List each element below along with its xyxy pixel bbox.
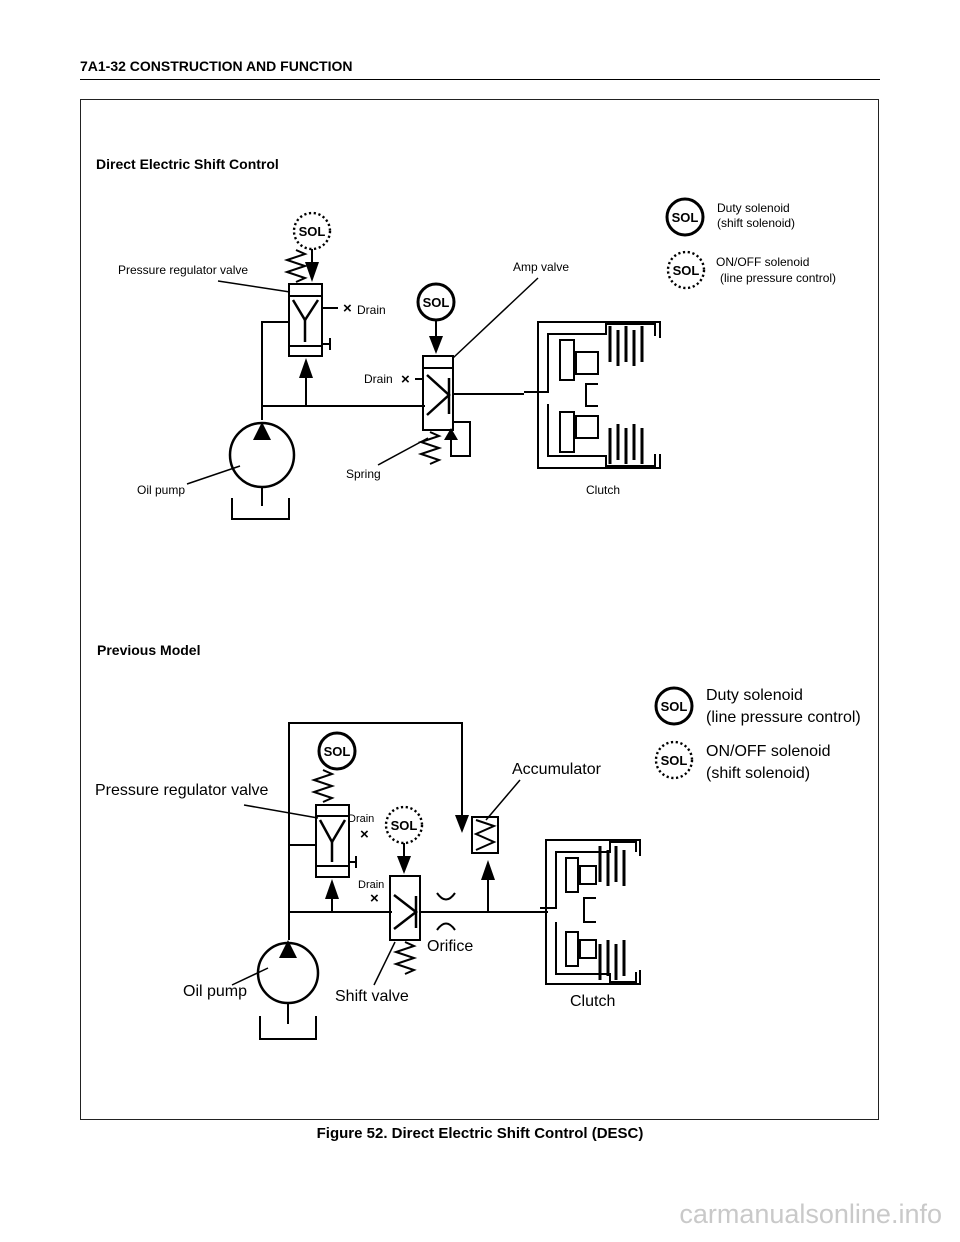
prev-legend-duty-line1: Duty solenoid [706,687,803,704]
watermark: carmanualsonline.info [679,1199,942,1229]
prev-legend-duty-icon: SOL [654,686,694,726]
desc-drain-2-label: Drain [364,372,393,386]
desc-legend-duty-icon: SOL [665,197,705,237]
prev-onoff-sol-icon: SOL [384,805,424,845]
prev-legend-onoff-line2: (shift solenoid) [706,765,810,782]
prev-duty-sol-icon: SOL [317,731,357,771]
prev-legend-onoff-line1: ON/OFF solenoid [706,743,830,760]
prev-accumulator-label: Accumulator [512,761,602,778]
svg-text:SOL: SOL [672,210,699,225]
svg-text:SOL: SOL [673,263,700,278]
desc-legend-onoff-line2: (line pressure control) [720,271,836,285]
desc-clutch [524,321,661,469]
desc-legend-duty-line1: Duty solenoid [717,201,790,215]
prev-title: Previous Model [97,642,200,658]
desc-legend-onoff-line1: ON/OFF solenoid [716,255,809,269]
svg-text:×: × [370,890,379,907]
desc-drain-1-label: Drain [357,303,386,317]
header-title: 7A1-32 CONSTRUCTION AND FUNCTION [80,58,353,74]
prev-drain-1-label: Drain [348,813,374,825]
svg-text:SOL: SOL [661,699,688,714]
svg-text:×: × [360,826,369,843]
figure-frame [80,99,879,1120]
svg-text:SOL: SOL [391,818,418,833]
desc-amp-valve-label: Amp valve [513,260,569,274]
page-header: 7A1-32 CONSTRUCTION AND FUNCTION [80,57,880,80]
prev-legend-onoff-icon: SOL [654,740,694,780]
svg-text:×: × [401,371,410,388]
prev-oil-pump-label: Oil pump [183,983,247,1000]
prev-legend-duty-line2: (line pressure control) [706,709,861,726]
svg-text:SOL: SOL [423,295,450,310]
desc-legend-onoff-icon: SOL [666,250,706,290]
prev-diagram: Previous Model SOL Pressure regulator va… [95,642,861,1040]
prev-shift-valve-label: Shift valve [335,988,409,1005]
desc-oil-pump-label: Oil pump [137,483,185,497]
prev-orifice-label: Orifice [427,938,473,955]
desc-clutch-label: Clutch [586,483,620,497]
svg-text:×: × [343,300,352,317]
desc-legend-duty-line2: (shift solenoid) [717,216,795,230]
svg-text:SOL: SOL [324,744,351,759]
figure-caption: Figure 52. Direct Electric Shift Control… [316,1125,644,1142]
desc-spring-label: Spring [346,467,381,481]
prev-clutch-label: Clutch [570,993,615,1010]
svg-text:SOL: SOL [661,753,688,768]
desc-onoff-sol-icon: SOL [292,211,332,251]
desc-title: Direct Electric Shift Control [96,156,279,172]
prev-clutch [540,839,641,985]
svg-text:SOL: SOL [299,224,326,239]
desc-duty-sol-icon: SOL [416,282,456,322]
desc-diagram: Direct Electric Shift Control SOL × Drai… [96,156,836,520]
prev-pressure-regulator-label: Pressure regulator valve [95,782,269,799]
desc-pressure-regulator-label: Pressure regulator valve [118,263,248,277]
prev-drain-2-label: Drain [358,879,384,891]
